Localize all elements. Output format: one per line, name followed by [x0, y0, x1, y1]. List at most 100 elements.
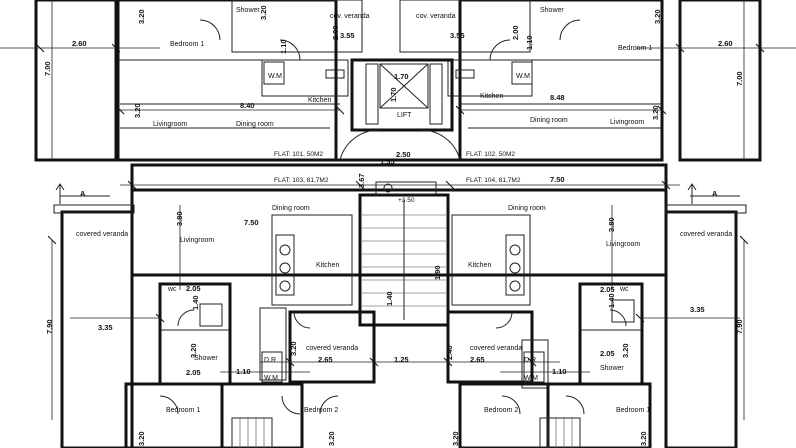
dim-label-205-low-left: 2.05	[186, 368, 201, 377]
dim-label-750-top: 7.50	[550, 175, 565, 184]
walls	[34, 0, 762, 448]
dim-label-110-top-right: 1.10	[525, 35, 534, 50]
section-label-right: A	[712, 189, 718, 198]
dim-label-205-left: 2.05	[186, 284, 201, 293]
dim-label-367: 3.67	[357, 173, 366, 188]
room-label-bedroom1-top-left: Bedroom 1	[170, 41, 204, 48]
dim-label-265-right: 2.65	[470, 355, 485, 364]
room-label-covered-veranda-left: covered veranda	[76, 231, 128, 238]
section-label-left: A	[80, 189, 86, 198]
dim-label-260-right: 2.60	[718, 39, 733, 48]
room-label-cov-veranda-top-right: cov. veranda	[416, 13, 456, 20]
dim-label-170: 1.70	[394, 72, 409, 81]
dim-label-320-low-b: 3.20	[327, 431, 336, 446]
room-label-dr-left: D.R	[264, 357, 276, 364]
dim-label-335-left: 3.35	[98, 323, 113, 332]
dim-label-320-a: 3.20	[137, 9, 146, 24]
dim-label-320-d: 3.20	[133, 103, 142, 118]
dim-label-170-vertical: 1.70	[389, 87, 398, 102]
dim-label-320-low-d: 3.20	[639, 431, 648, 446]
room-label-kitchen-mid-right: Kitchen	[468, 262, 491, 269]
dim-label-320-e: 3.20	[651, 105, 660, 120]
dimension-lines	[0, 0, 796, 420]
dim-label-125: 1.25	[394, 355, 409, 364]
room-label-dining-top-right: Dining room	[530, 117, 568, 124]
room-label-dining-mid-left: Dining room	[272, 205, 310, 212]
room-label-bedroom1-low-right: Bedroom 1	[616, 407, 650, 414]
room-label-living-top-right: Livingroom	[610, 119, 644, 126]
dim-label-110-low-left: 1.10	[236, 367, 251, 376]
room-label-dining-top-left: Dining room	[236, 121, 274, 128]
room-label-kitchen-mid-left: Kitchen	[316, 262, 339, 269]
flat-label-101: FLAT: 101, 50M2	[274, 151, 323, 158]
dim-label-200-top-right: 2.00	[511, 25, 520, 40]
dim-label-790-right: 7.90	[735, 319, 744, 334]
room-label-wc-right: wc	[619, 286, 629, 293]
dim-label-110-low-right: 1.10	[552, 367, 567, 376]
room-label-bedroom2-low-left: Bedroom 2	[304, 407, 338, 414]
dim-label-355-right: 3.55	[450, 31, 465, 40]
room-label-wm-top-left: W.M	[268, 73, 282, 80]
dim-label-320-c: 3.20	[259, 5, 268, 20]
dim-label-220-right: 3.20	[621, 343, 630, 358]
room-label-lift: LIFT	[397, 112, 412, 119]
dim-label-848: 8.48	[550, 93, 565, 102]
flat-labels: FLAT: 101, 50M2 FLAT: 102, 50M2 FLAT: 10…	[274, 151, 521, 204]
dim-label-320-low-c: 3.20	[451, 431, 460, 446]
room-label-bedroom1-low-left: Bedroom 1	[166, 407, 200, 414]
flat-label-104: FLAT: 104, 81.7M2	[466, 177, 521, 184]
dim-label-700-right: 7.00	[735, 71, 744, 86]
room-label-cov-veranda-top-left: cov. veranda	[330, 13, 370, 20]
dim-label-380-left: 3.80	[175, 211, 184, 226]
dim-label-110-top-left: 1.10	[279, 39, 288, 54]
room-label-covered-veranda-low-right: covered veranda	[470, 345, 522, 352]
room-label-living-mid-left: Livingroom	[180, 237, 214, 244]
dim-label-750-mid: 7.50	[244, 218, 259, 227]
dim-label-135: 1.35	[380, 157, 395, 166]
dim-label-840: 8.40	[240, 101, 255, 110]
dim-label-335-right: 3.35	[690, 305, 705, 314]
dim-label-240: 2.40	[445, 345, 454, 360]
room-label-shower-low-left: Shower	[194, 355, 218, 362]
room-label-covered-veranda-low-left: covered veranda	[306, 345, 358, 352]
room-label-kitchen-top-left: Kitchen	[308, 97, 331, 104]
dim-label-140-stair: 1.40	[385, 291, 394, 306]
dim-label-260-left: 2.60	[72, 39, 87, 48]
room-label-shower-top-left: Shower	[236, 7, 260, 14]
dim-label-250: 2.50	[396, 150, 411, 159]
dim-label-190: 1.90	[433, 265, 442, 280]
level-label: +3.50	[398, 197, 415, 204]
dim-label-700-left: 7.00	[43, 61, 52, 76]
dim-label-140-left: 1.40	[191, 295, 200, 310]
room-label-wm-top-right: W.M	[516, 73, 530, 80]
dim-label-380-right: 3.80	[607, 217, 616, 232]
dim-label-205-low-right: 2.05	[600, 349, 615, 358]
room-label-kitchen-top-right: Kitchen	[480, 93, 503, 100]
room-label-bedroom2-low-right: Bedroom 2	[484, 407, 518, 414]
room-label-covered-veranda-right: covered veranda	[680, 231, 732, 238]
flat-label-103: FLAT: 103, 81.7M2	[274, 177, 329, 184]
room-label-living-mid-right: Livingroom	[606, 241, 640, 248]
room-label-shower-top-right: Shower	[540, 7, 564, 14]
dim-label-220-left: 3.20	[189, 343, 198, 358]
dim-label-265-left: 2.65	[318, 355, 333, 364]
room-label-living-top-left: Livingroom	[153, 121, 187, 128]
dim-label-290: 3.20	[289, 341, 298, 356]
room-labels: Shower Shower cov. veranda cov. veranda …	[76, 7, 732, 414]
dim-label-140-right: 1.40	[607, 293, 616, 308]
room-label-dining-mid-right: Dining room	[508, 205, 546, 212]
room-label-shower-low-right: Shower	[600, 365, 624, 372]
dimension-labels: 3.20 3.20 3.20 2.60 2.60 7.00 7.00 1.10 …	[43, 5, 744, 446]
section-marker-left: A	[55, 183, 110, 204]
dim-label-790-left: 7.90	[45, 319, 54, 334]
room-label-dr-right: D.R	[524, 357, 536, 364]
dim-label-200-top-left: 2.00	[331, 25, 340, 40]
dim-label-320-low-a: 3.20	[137, 431, 146, 446]
dim-label-355-left: 3.55	[340, 31, 355, 40]
flat-label-102: FLAT: 102, 50M2	[466, 151, 515, 158]
section-marker-right: A	[687, 183, 740, 204]
dim-label-205-right: 2.05	[600, 285, 615, 294]
room-label-wm-low-right: W.M	[524, 375, 538, 382]
room-label-wm-low-left: W.M	[264, 375, 278, 382]
